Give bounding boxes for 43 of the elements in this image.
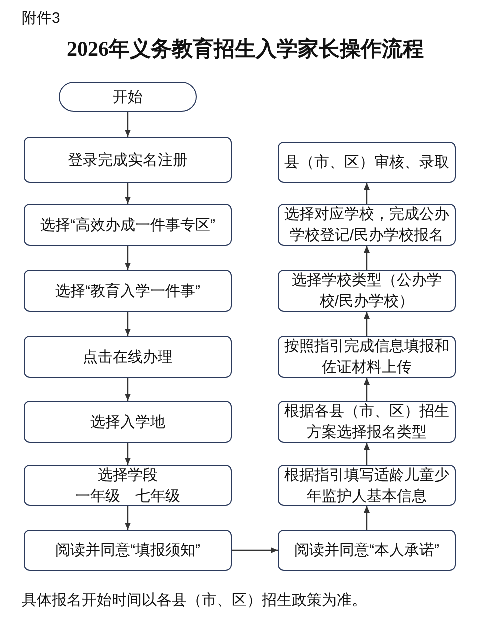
arrow (364, 378, 370, 401)
process-box (278, 530, 456, 571)
arrow (232, 548, 278, 554)
step-text: 选择“教育入学一件事” (56, 282, 200, 302)
attachment-label: 附件3 (22, 9, 60, 29)
step-text: 根据指引填写适龄儿童少年监护人基本信息 (284, 466, 450, 506)
process-box (24, 270, 232, 312)
step-text: 点击在线办理 (83, 348, 173, 368)
step-text: 根据各县（市、区）招生方案选择报名类型 (284, 402, 450, 443)
process-box (278, 142, 456, 183)
process-box (24, 530, 232, 571)
step-text: 登录完成实名注册 (68, 150, 188, 170)
arrow (364, 183, 370, 204)
arrow (125, 183, 131, 204)
arrow (364, 506, 370, 530)
step-text: 县（市、区）审核、录取 (284, 153, 450, 173)
arrow (364, 312, 370, 336)
step-text: 开始 (113, 88, 143, 108)
process-box (24, 137, 232, 183)
arrow (364, 443, 370, 465)
step-text: 选择入学地 (90, 412, 166, 432)
process-box (24, 336, 232, 378)
process-box (24, 204, 232, 246)
arrow (125, 506, 131, 530)
step-text: 选择“高效办成一件事专区” (40, 216, 216, 236)
arrow (125, 112, 131, 137)
step-text: 按照指引完成信息填报和佐证材料上传 (284, 337, 450, 378)
process-box (278, 270, 456, 312)
step-text: 阅读并同意“本人承诺” (294, 541, 440, 561)
arrow (125, 443, 131, 465)
step-text: 阅读并同意“填报须知” (56, 541, 200, 561)
step-text: 选择学校类型（公办学校/民办学校） (291, 271, 443, 312)
arrow (125, 378, 131, 401)
arrow (364, 246, 370, 270)
step-text: 选择学段 (98, 466, 158, 486)
footnote: 具体报名开始时间以各县（市、区）招生政策为准。 (22, 591, 367, 611)
process-box (24, 465, 232, 506)
arrow (125, 312, 131, 336)
step-text: 选择对应学校，完成公办学校登记/民办学校报名 (284, 205, 450, 246)
step-text: 一年级 七年级 (76, 486, 180, 506)
arrow (125, 246, 131, 270)
process-box (24, 401, 232, 443)
title: 2026年义务教育招生入学家长操作流程 (66, 36, 425, 63)
